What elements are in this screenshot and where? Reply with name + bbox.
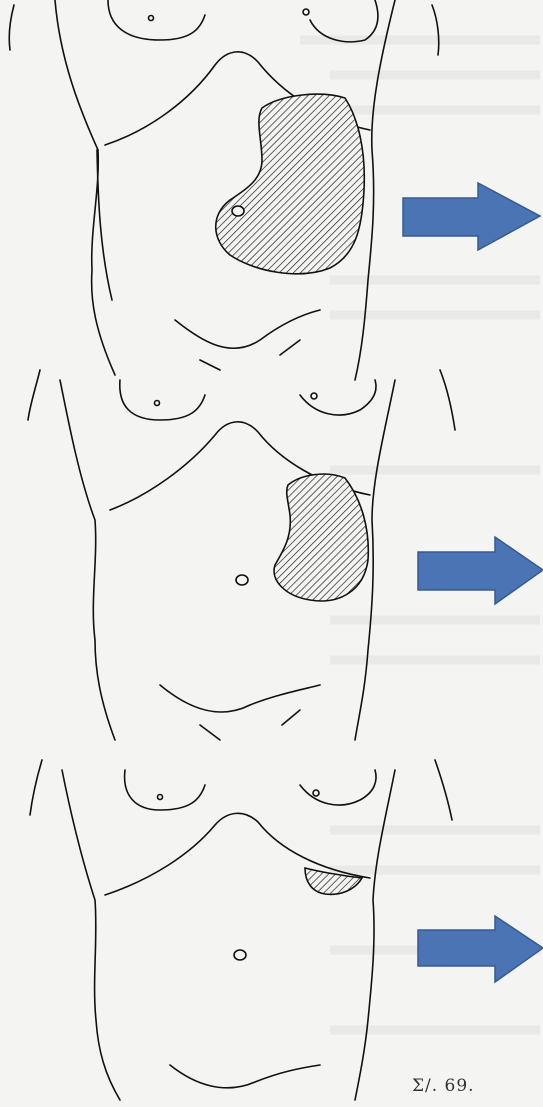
abdomen-lower — [175, 310, 320, 348]
torso-panel-3 — [30, 760, 452, 1100]
chest-left-2 — [120, 380, 205, 420]
chest-left — [108, 0, 205, 40]
chest-left-3 — [125, 770, 205, 810]
torso-outline-left — [9, 0, 115, 375]
torso-outline-left-3 — [30, 760, 120, 1100]
nipple-right-3 — [313, 790, 319, 796]
nipple-right — [303, 9, 309, 15]
nipple-left-2 — [155, 401, 160, 406]
hatched-organ-2 — [274, 474, 368, 601]
figure-caption: Σ/. 69. — [412, 1076, 475, 1096]
arrow-1 — [403, 183, 540, 250]
arrow-right-icon — [418, 537, 543, 604]
abdomen-lower-2 — [160, 685, 320, 712]
torso-outline-right — [355, 0, 439, 380]
waist-line — [97, 150, 112, 300]
umbilicus-2 — [236, 575, 248, 585]
chest-right-3 — [300, 770, 376, 805]
arrow-right-icon — [418, 916, 543, 982]
hatched-organ-1 — [216, 94, 365, 274]
arrow-3 — [418, 916, 543, 982]
arrow-right-icon — [403, 183, 540, 250]
groin-2 — [200, 710, 300, 740]
torso-panel-2 — [28, 370, 455, 740]
torso-panel-1 — [9, 0, 439, 380]
nipple-left-3 — [158, 795, 163, 800]
umbilicus-3 — [234, 950, 246, 960]
umbilicus-1 — [232, 206, 244, 216]
torso-outline-left-2 — [28, 370, 115, 740]
abdomen-lower-3 — [170, 1065, 320, 1088]
nipple-right-2 — [311, 393, 317, 399]
arrow-2 — [418, 537, 543, 604]
nipple-left — [149, 16, 154, 21]
